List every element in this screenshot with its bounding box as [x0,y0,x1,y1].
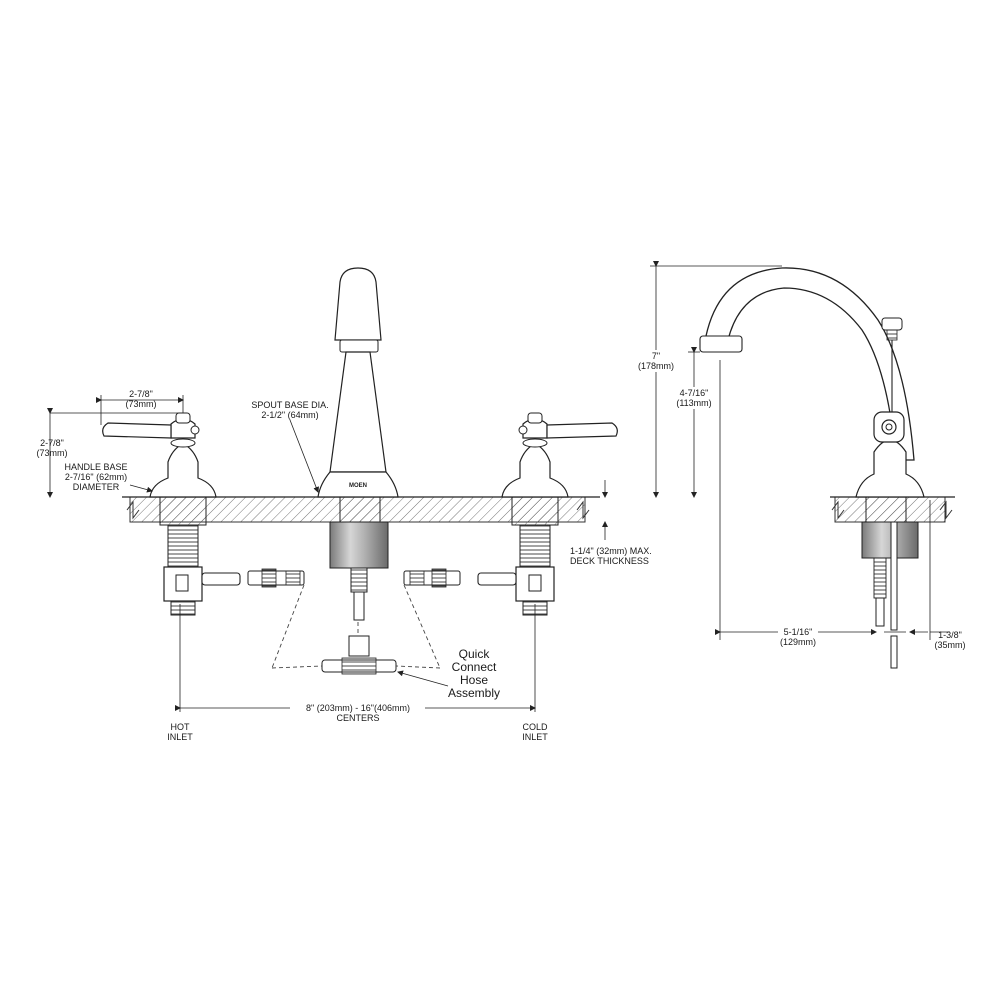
handle-width-mm-label: (73mm) [125,399,157,409]
quick-connect-label: Quick Connect Hose Assembly [447,647,501,700]
dimension-lines-left [47,395,608,712]
handle-offset-label: 1-3/8" (35mm) [934,630,966,650]
spout-reach-label: 5-1/16" (129mm) [777,627,819,647]
cold-handle [477,412,618,616]
handle-base-diameter-label: HANDLE BASE 2-7/16" (62mm) DIAMETER [64,462,128,492]
centers-label: 8" (203mm) - 16"(406mm) CENTERS [306,703,410,723]
dimension-lines-right [650,261,950,640]
hot-inlet-label: HOT INLET [167,722,193,742]
handle-width-label: 2-7/8" [129,389,153,399]
deck-thickness-label: 1-1/4" (32mm) MAX. DECK THICKNESS [570,546,652,566]
handle-height-label: 2-7/8" (73mm) [36,438,68,458]
cold-inlet-label: COLD INLET [522,722,548,742]
side-spout [699,267,925,669]
spout-height-label: 4-7/16" (113mm) [676,387,712,409]
overall-height-label: 7" (178mm) [637,350,675,372]
brand-mark: MOEN [349,483,367,489]
quick-connect-assembly [247,568,461,687]
center-spout: MOEN [317,267,399,621]
hot-handle [102,412,241,616]
spout-base-diameter-label: SPOUT BASE DIA. 2-1/2" (64mm) [251,400,329,420]
